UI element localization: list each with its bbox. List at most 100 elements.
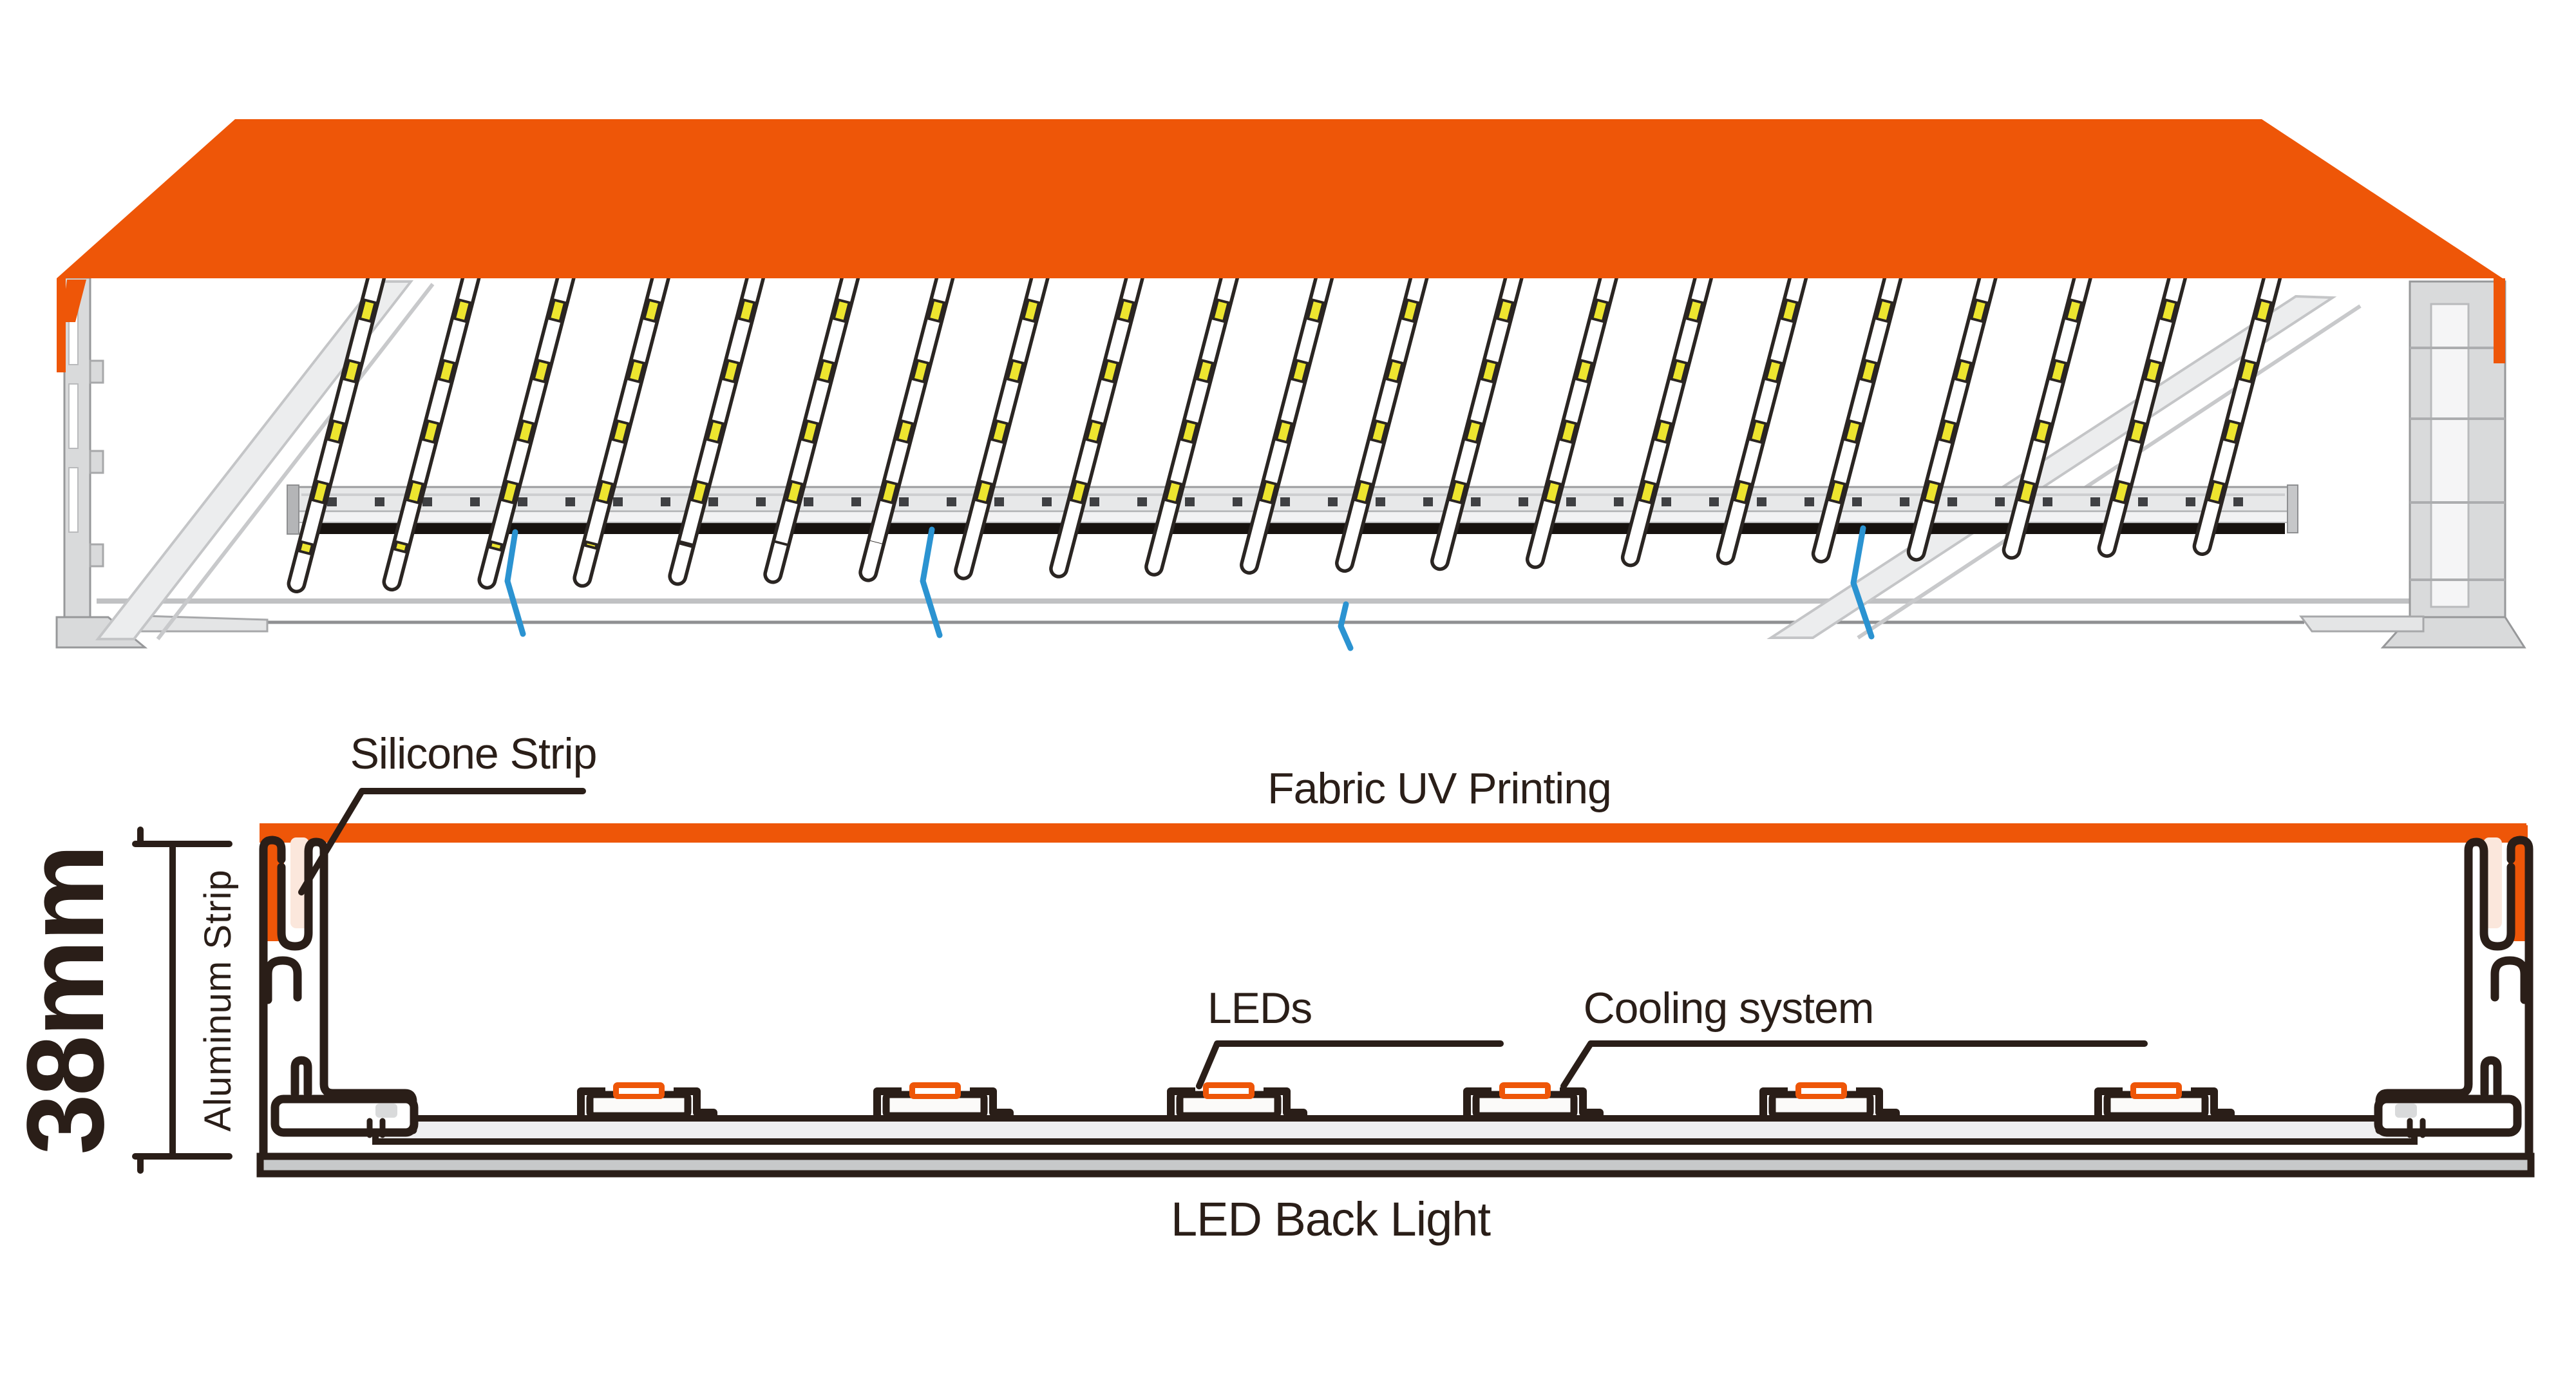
module-right-bracket [674,1087,717,1122]
module-left-bracket [1759,1087,1788,1122]
led-chips [1825,301,1891,522]
led-strip [573,265,671,588]
led-strip [1144,265,1240,577]
rail-tick [851,497,861,506]
led-strip [1906,265,1998,562]
led-chips [1444,301,1511,530]
base-plate [256,1152,2535,1178]
led-chip-slot [915,1088,955,1094]
led-chips [968,301,1037,540]
led-frames [869,298,946,544]
module-left-bracket [873,1087,902,1122]
led-frames [774,298,851,546]
rail-tick [1662,497,1671,506]
led-chips [1158,301,1227,536]
rail-tick [1280,497,1290,506]
rail-shadow-bar [303,523,2285,534]
cooling-system-label: Cooling system [1584,984,1874,1033]
wire [920,526,943,638]
rail-ticks [327,497,2243,506]
dimension-38mm-label: 38mm [5,846,127,1154]
led-chip-slot [1209,1088,1249,1094]
rail-tick [994,497,1004,506]
cooling-system-leader-line [1560,1040,2148,1089]
led-modules [577,1082,2235,1122]
rail-tick [565,497,575,506]
led-module [1759,1082,1900,1122]
rail-tick [1614,497,1624,506]
rail-tick [661,497,670,506]
module-right-bracket [2191,1087,2235,1122]
fabric-uv-printing-label: Fabric UV Printing [1267,764,1611,813]
rail-tick [2138,497,2148,506]
aluminum-profile-left [263,825,414,1155]
fabric-right-wrap [2494,278,2505,363]
rail-tick [2186,497,2195,506]
led-module [1463,1082,1604,1122]
strip-channel-fill [1624,269,1710,564]
strip-channel-fill [1243,269,1331,571]
led-strip [2097,265,2188,558]
strip-channel-fill [1338,269,1426,569]
rail-tick [1709,497,1719,506]
led-strip [1811,265,1904,564]
aluminum-strip-label: Aluminum Strip [197,869,239,1131]
led-chip-slot [1801,1088,1841,1094]
module-left-bracket [577,1087,605,1122]
rail-tick [1471,497,1481,506]
rail-tick [708,497,718,506]
led-strip [1240,265,1335,575]
frame-left-member [55,276,269,649]
led-strip [382,265,482,592]
led-chip-slot [619,1088,659,1094]
rail-tick [899,497,909,506]
rail-tick [1137,497,1147,506]
led-chips [1634,301,1701,526]
fabric-top [57,119,2505,372]
rail-tick [2090,497,2100,506]
rail-tick [1566,497,1576,506]
rail-tick [327,497,337,506]
led-strip [1525,265,1619,569]
rail-tick [1233,497,1242,506]
fabric-top-face [57,119,2503,278]
led-chips [1253,301,1322,534]
rail-tick [1852,497,1862,506]
rail-tick [422,497,432,506]
led-module [2094,1082,2235,1122]
dimension-line [132,827,232,1174]
led-strip [1620,265,1714,568]
cross-section-view: Silicone Strip Fabric UV Printing LEDs C… [5,729,2535,1246]
frame-left-inner-wall [95,280,435,640]
fabric-left-fold [61,280,86,322]
led-chips [1349,301,1417,532]
module-right-bracket [970,1087,1014,1122]
led-module [577,1082,717,1122]
silicone-strip-leader-line [298,788,586,895]
module-left-bracket [2094,1087,2123,1122]
rail-tick [947,497,956,506]
perspective-view [55,119,2526,651]
leds-leader-line [1196,1040,1504,1089]
led-frames [2012,298,2083,522]
led-strip [954,265,1050,580]
rail-tick [1947,497,1957,506]
module-right-bracket [1856,1087,1900,1122]
module-right-bracket [1560,1087,1604,1122]
rail-tick [1328,497,1338,506]
led-strip [2192,265,2283,556]
rail-tick [1090,497,1099,506]
leds-label: LEDs [1208,984,1312,1033]
rail-tick [756,497,766,506]
rail-tick [1423,497,1433,506]
module-left-bracket [1167,1087,1195,1122]
wire [1850,525,1875,640]
led-strip [287,265,387,593]
led-chip-slot [2136,1088,2176,1094]
wire [504,529,526,637]
led-chips [491,301,564,549]
led-module [1167,1082,1307,1122]
wires [504,525,1875,651]
